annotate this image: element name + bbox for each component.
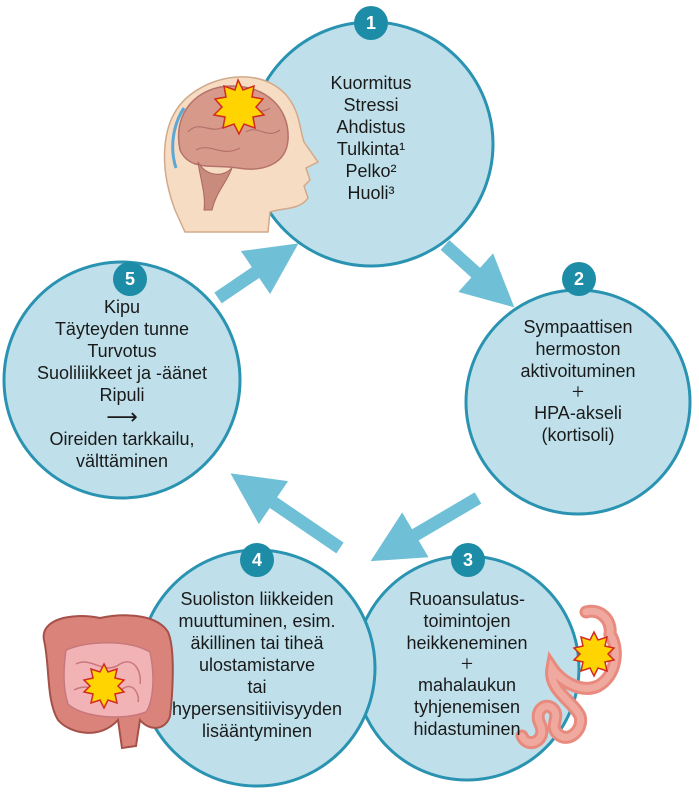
step-4-text: Suoliston liikkeiden muuttuminen, esim. …	[162, 588, 352, 742]
step-3-line: toimintojen	[397, 610, 537, 632]
step-4-line: Suoliston liikkeiden	[162, 588, 352, 610]
step-3-plus: +	[397, 654, 537, 674]
arrow-5-to-1	[218, 258, 277, 298]
long-arrow-icon: ⟶	[27, 406, 217, 428]
step-3-text: Ruoansulatus- toimintojen heikkeneminen …	[397, 588, 537, 740]
step-5-line: Oireiden tarkkailu,	[27, 428, 217, 450]
step-4-line: muuttuminen, esim.	[162, 610, 352, 632]
step-3-line: mahalaukun	[397, 674, 537, 696]
step-5-line: Täyteyden tunne	[27, 318, 217, 340]
step-5-line: Suoliliikkeet ja -äänet	[27, 362, 217, 384]
step-5-line: Ripuli	[27, 384, 217, 406]
step-1-line: Stressi	[306, 94, 436, 116]
arrow-1-to-2	[445, 245, 495, 290]
arrow-2-to-3	[393, 498, 478, 548]
step-2-line: hermoston	[503, 338, 653, 360]
step-5-text: Kipu Täyteyden tunne Turvotus Suoliliikk…	[27, 296, 217, 472]
step-3-line: hidastuminen	[397, 718, 537, 740]
step-4-line: tai	[162, 676, 352, 698]
step-4-line: lisääntyminen	[162, 720, 352, 742]
step-1-line: Huoli³	[306, 182, 436, 204]
step-2-line: HPA-akseli	[503, 402, 653, 424]
step-2-plus: +	[503, 382, 653, 402]
step-3-badge: 3	[451, 543, 485, 577]
step-4-line: hypersensitiivisyyden	[162, 698, 352, 720]
step-1-text: Kuormitus Stressi Ahdistus Tulkinta¹ Pel…	[306, 72, 436, 204]
step-2-text: Sympaattisen hermoston aktivoituminen + …	[503, 316, 653, 446]
step-1-line: Pelko²	[306, 160, 436, 182]
step-1-badge: 1	[354, 6, 388, 40]
step-5-line: Turvotus	[27, 340, 217, 362]
step-4-line: äkillinen tai tiheä	[162, 632, 352, 654]
step-2-line: (kortisoli)	[503, 424, 653, 446]
step-5-badge: 5	[113, 262, 147, 296]
step-1-line: Kuormitus	[306, 72, 436, 94]
step-4-line: ulostamistarve	[162, 654, 352, 676]
step-2-line: Sympaattisen	[503, 316, 653, 338]
step-5-line: välttäminen	[27, 450, 217, 472]
step-1-line: Ahdistus	[306, 116, 436, 138]
step-5-line: Kipu	[27, 296, 217, 318]
step-3-line: Ruoansulatus-	[397, 588, 537, 610]
step-3-line: tyhjenemisen	[397, 696, 537, 718]
step-2-badge: 2	[562, 262, 596, 296]
step-1-line: Tulkinta¹	[306, 138, 436, 160]
arrow-4-to-5	[252, 488, 340, 548]
step-4-badge: 4	[240, 543, 274, 577]
